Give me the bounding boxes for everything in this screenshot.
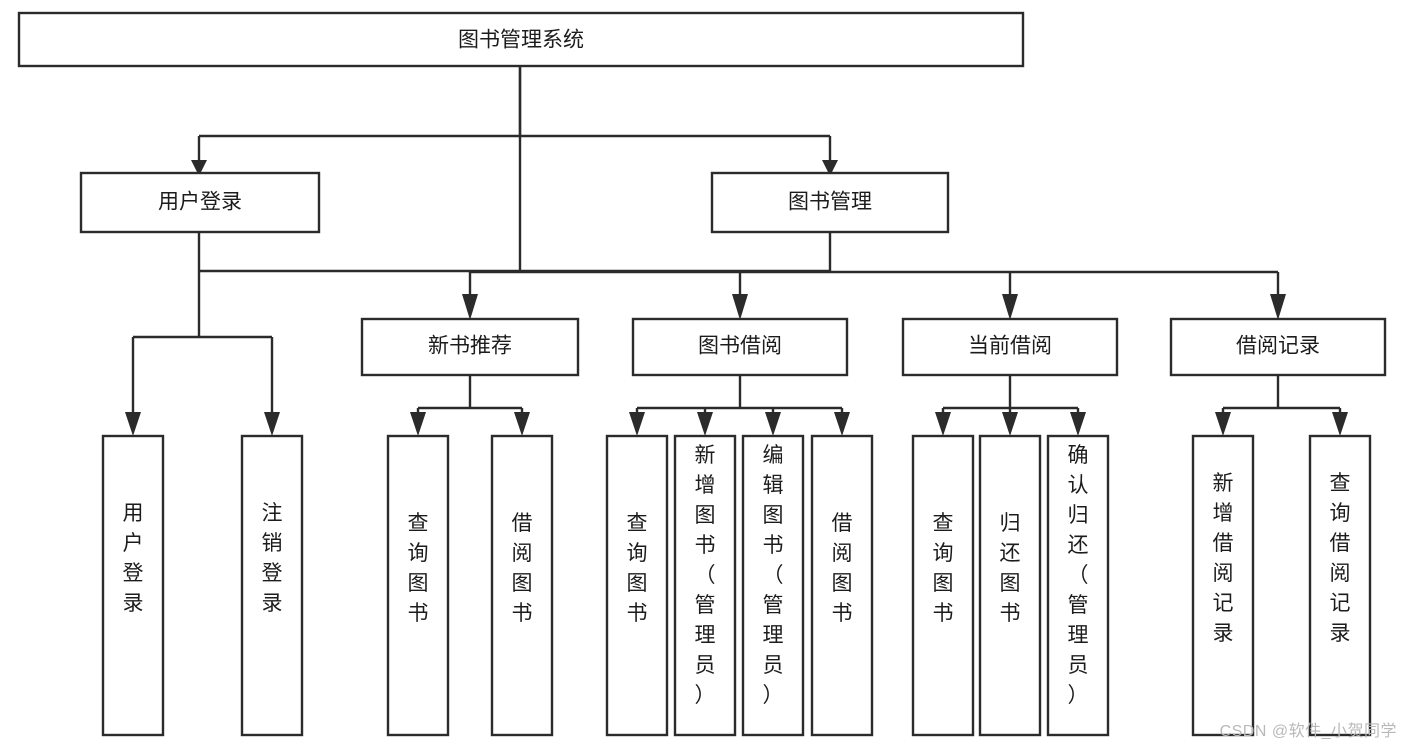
node-current-borrow[interactable]: 当前借阅 xyxy=(901,317,1119,377)
arrow-head-current-borrow xyxy=(1002,294,1018,320)
arrow-head-leaf-query-book-1 xyxy=(410,412,426,436)
leaf-user-login[interactable]: 用户登录 xyxy=(101,434,165,737)
leaf-add-record-label: 新增借阅记录 xyxy=(1213,472,1234,645)
leaf-borrow-book-2-label: 借阅图书 xyxy=(832,512,853,625)
arrow-head-leaf-add-record xyxy=(1215,412,1231,436)
leaf-borrow-book-2[interactable]: 借阅图书 xyxy=(810,434,874,737)
node-user-login-label: 用户登录 xyxy=(158,191,242,214)
leaf-edit-book-label: 编辑图书（管理员） xyxy=(763,444,784,707)
leaf-borrow-book-1-label: 借阅图书 xyxy=(512,512,533,625)
connector-group-new-book-recommend xyxy=(410,375,530,436)
node-borrow-record-label: 借阅记录 xyxy=(1236,335,1320,358)
connector-group-borrow-record xyxy=(1215,375,1348,436)
arrow-head-book-manage xyxy=(822,160,838,176)
arrow-head-book-borrow xyxy=(732,294,748,320)
leaf-query-book-1-label: 查询图书 xyxy=(408,512,429,625)
leaf-add-book-box[interactable] xyxy=(673,434,737,737)
node-new-book-recommend-box[interactable] xyxy=(360,317,580,377)
leaf-query-book-2-label: 查询图书 xyxy=(627,512,648,625)
node-current-borrow-box[interactable] xyxy=(901,317,1119,377)
node-book-manage[interactable]: 图书管理 xyxy=(710,171,950,234)
node-current-borrow-label: 当前借阅 xyxy=(968,335,1052,358)
leaf-add-record-box[interactable] xyxy=(1191,434,1255,737)
arrow-head-leaf-confirm-return xyxy=(1070,412,1086,436)
node-user-login-box[interactable] xyxy=(79,171,321,234)
leaf-return-book[interactable]: 归还图书 xyxy=(978,434,1042,737)
leaf-query-book-1-box[interactable] xyxy=(386,434,450,737)
leaf-logout-login-box[interactable] xyxy=(240,434,304,737)
leaf-user-login-box[interactable] xyxy=(101,434,165,737)
leaf-add-record[interactable]: 新增借阅记录 xyxy=(1191,434,1255,737)
connector-group-root xyxy=(199,66,830,273)
leaf-user-login-label: 用户登录 xyxy=(123,502,144,615)
arrow-head-leaf-query-record xyxy=(1332,412,1348,436)
node-borrow-record-box[interactable] xyxy=(1169,317,1387,377)
leaf-edit-book-box[interactable] xyxy=(741,434,805,737)
node-new-book-recommend-label: 新书推荐 xyxy=(428,335,512,358)
arrow-head-borrow-record xyxy=(1270,294,1286,320)
leaf-add-book[interactable]: 新增图书（管理员） xyxy=(673,434,737,737)
leaf-query-record-label: 查询借阅记录 xyxy=(1330,472,1351,645)
leaf-add-book-label: 新增图书（管理员） xyxy=(695,444,716,707)
arrow-head-leaf-user-login xyxy=(125,412,141,436)
connector-group-root-arrows xyxy=(191,66,838,176)
node-user-login[interactable]: 用户登录 xyxy=(79,171,321,234)
connector-group-current-borrow xyxy=(935,375,1086,436)
leaf-edit-book[interactable]: 编辑图书（管理员） xyxy=(741,434,805,737)
node-book-manage-label: 图书管理 xyxy=(788,191,872,214)
leaf-query-book-2-box[interactable] xyxy=(605,434,669,737)
leaf-query-book-1[interactable]: 查询图书 xyxy=(386,434,450,737)
node-root[interactable]: 图书管理系统 xyxy=(17,11,1025,68)
arrow-head-leaf-logout-login xyxy=(264,412,280,436)
node-book-borrow-label: 图书借阅 xyxy=(698,335,782,358)
arrow-head-leaf-return-book xyxy=(1002,412,1018,436)
arrow-head-leaf-borrow-book-2 xyxy=(834,412,850,436)
node-root-box[interactable] xyxy=(17,11,1025,68)
leaf-query-record[interactable]: 查询借阅记录 xyxy=(1308,434,1372,737)
node-book-borrow-box[interactable] xyxy=(631,317,849,377)
leaf-return-book-box[interactable] xyxy=(978,434,1042,737)
node-root-label: 图书管理系统 xyxy=(458,29,584,52)
arrow-head-leaf-borrow-book-1 xyxy=(514,412,530,436)
arrow-head-user-login xyxy=(191,160,207,176)
leaf-return-book-label: 归还图书 xyxy=(1000,512,1021,625)
leaf-confirm-return[interactable]: 确认归还（管理员） xyxy=(1046,434,1110,737)
node-new-book-recommend[interactable]: 新书推荐 xyxy=(360,317,580,377)
leaf-query-book-3-label: 查询图书 xyxy=(933,512,954,625)
connector-group-book-borrow xyxy=(629,375,850,436)
node-borrow-record[interactable]: 借阅记录 xyxy=(1169,317,1387,377)
node-book-borrow[interactable]: 图书借阅 xyxy=(631,317,849,377)
arrow-head-new-book-recommend xyxy=(462,294,478,320)
leaf-logout-login[interactable]: 注销登录 xyxy=(240,434,304,737)
connector-group-book-manage xyxy=(462,232,1286,320)
leaf-confirm-return-box[interactable] xyxy=(1046,434,1110,737)
arrow-head-leaf-query-book-2 xyxy=(629,412,645,436)
connector-group-user-login xyxy=(125,232,280,436)
leaf-query-book-3[interactable]: 查询图书 xyxy=(911,434,975,737)
node-book-manage-box[interactable] xyxy=(710,171,950,234)
leaf-borrow-book-1[interactable]: 借阅图书 xyxy=(490,434,554,737)
leaf-query-book-2[interactable]: 查询图书 xyxy=(605,434,669,737)
leaf-logout-login-label: 注销登录 xyxy=(262,502,283,615)
arrow-head-leaf-edit-book xyxy=(765,412,781,436)
leaf-confirm-return-label: 确认归还（管理员） xyxy=(1068,444,1089,707)
arrow-head-leaf-add-book xyxy=(697,412,713,436)
arrow-head-leaf-query-book-3 xyxy=(935,412,951,436)
leaf-borrow-book-1-box[interactable] xyxy=(490,434,554,737)
leaf-borrow-book-2-box[interactable] xyxy=(810,434,874,737)
leaf-query-record-box[interactable] xyxy=(1308,434,1372,737)
leaf-query-book-3-box[interactable] xyxy=(911,434,975,737)
